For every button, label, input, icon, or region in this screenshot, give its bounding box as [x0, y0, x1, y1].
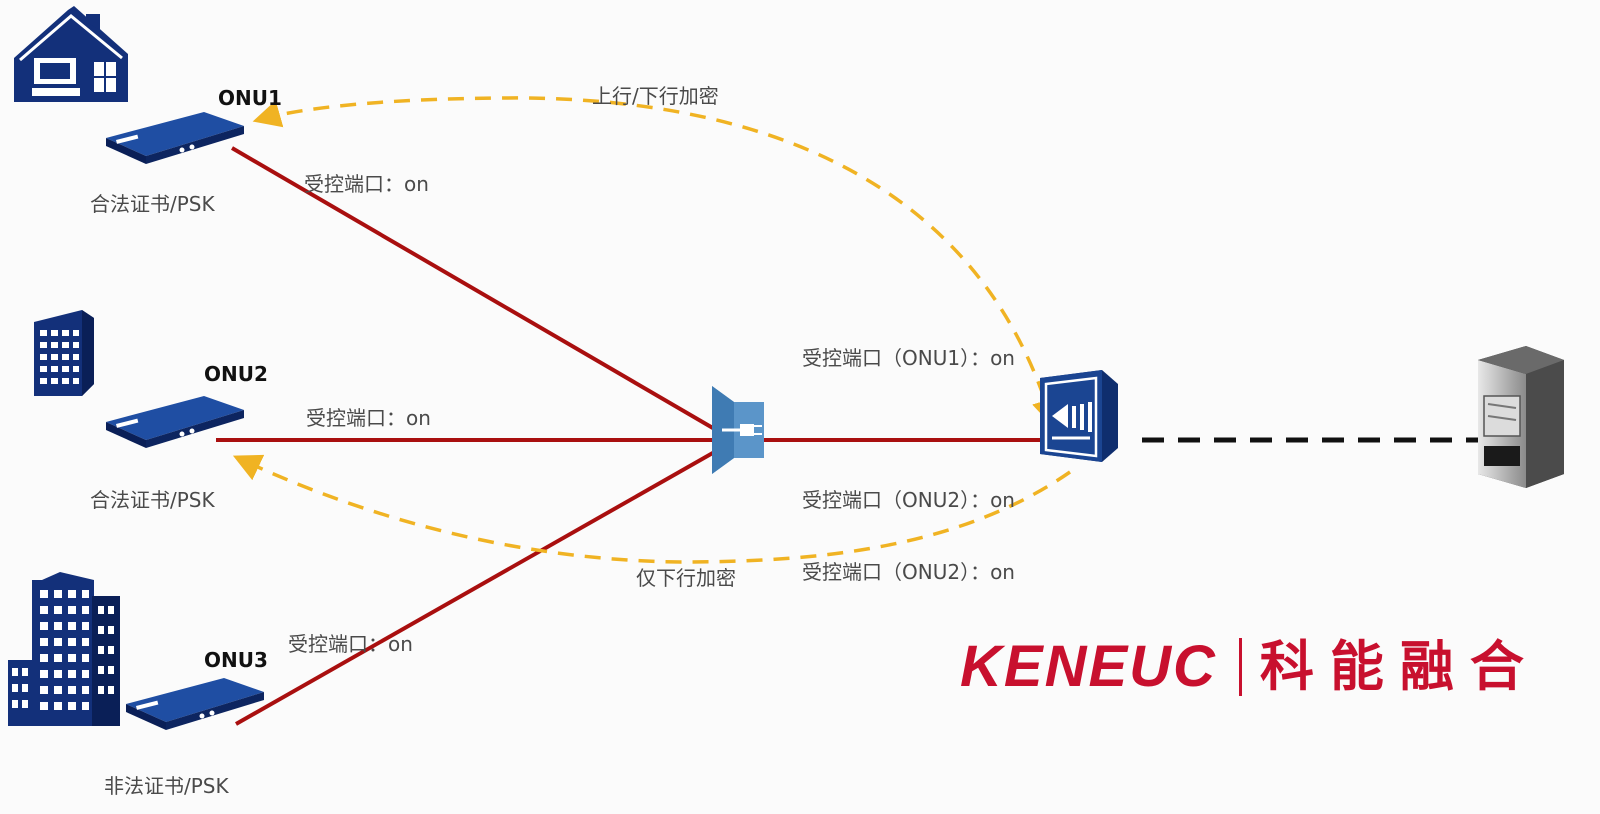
onu-device-icon: [126, 678, 264, 730]
onu3-port-status: 受控端口：on: [288, 632, 413, 656]
encryption-arc-up-down: [252, 96, 1060, 428]
onu1-credential: 合法证书/PSK: [90, 192, 215, 216]
high-rise-buildings-icon: [8, 572, 120, 726]
onu-device-icon: [106, 112, 244, 164]
office-building-icon: [34, 310, 94, 396]
house-with-computer-icon: [14, 6, 128, 102]
brand-logo: KENEUC 科能融合: [960, 636, 1540, 698]
brand-name-cn: 科能融合: [1259, 635, 1540, 698]
olt-port-onu2-b: 受控端口（ONU2）：on: [802, 560, 1015, 584]
fiber-onu3-splitter: [235, 448, 719, 726]
olt-device-icon: [1040, 370, 1118, 462]
encryption-down-only-label: 仅下行加密: [636, 566, 736, 590]
onu2-device: [106, 396, 244, 448]
onu3-name: ONU3: [204, 648, 268, 672]
olt-port-onu1: 受控端口（ONU1）：on: [802, 346, 1015, 370]
optical-splitter-icon: [712, 386, 764, 474]
brand-divider: [1238, 638, 1242, 696]
onu2-name: ONU2: [204, 362, 268, 386]
server-rack-icon: [1478, 346, 1564, 488]
encryption-up-down-label: 上行/下行加密: [592, 84, 719, 108]
onu1-device: [106, 112, 244, 164]
onu1-name: ONU1: [218, 86, 282, 110]
encryption-arc-down-only: [232, 454, 1071, 564]
onu2-port-status: 受控端口：on: [306, 406, 431, 430]
brand-name-en: KENEUC: [960, 634, 1217, 699]
onu2-credential: 合法证书/PSK: [90, 488, 215, 512]
olt-port-onu2-a: 受控端口（ONU2）：on: [802, 488, 1015, 512]
onu-device-icon: [106, 396, 244, 448]
onu3-credential: 非法证书/PSK: [104, 774, 229, 798]
onu1-port-status: 受控端口：on: [304, 172, 429, 196]
onu3-device: [126, 678, 264, 730]
